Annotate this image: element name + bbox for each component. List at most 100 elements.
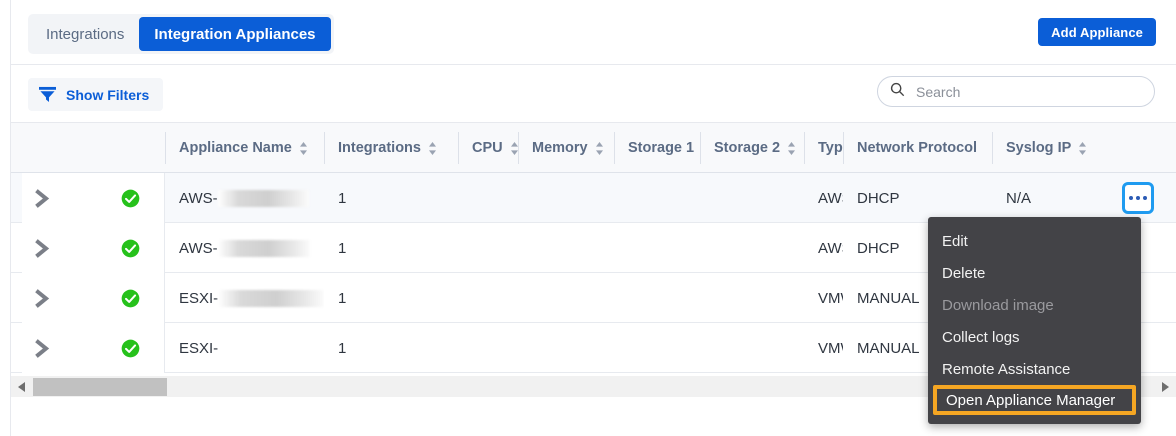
cell-cpu bbox=[458, 273, 518, 323]
cell-syslog-ip: N/A bbox=[1006, 189, 1032, 207]
cell-integrations: 1 bbox=[338, 289, 347, 307]
cell-network-protocol: MANUAL bbox=[857, 339, 920, 357]
column-header-syslog-ip[interactable]: Syslog IP bbox=[992, 123, 1112, 173]
scroll-left-arrow-icon[interactable] bbox=[11, 375, 33, 398]
cell-memory bbox=[518, 223, 614, 273]
cell-appliance-name: ESXI- bbox=[165, 323, 324, 373]
column-label: Syslog IP bbox=[1006, 140, 1072, 156]
cell-storage-1 bbox=[614, 273, 700, 323]
column-header-storage-2[interactable]: Storage 2 bbox=[700, 123, 804, 173]
horizontal-scrollbar[interactable] bbox=[11, 375, 1176, 398]
menu-item-edit[interactable]: Edit bbox=[942, 232, 968, 250]
search-icon bbox=[890, 82, 905, 102]
column-divider bbox=[518, 132, 519, 164]
appliance-name-prefix: AWS- bbox=[179, 189, 218, 207]
expand-row-chevron-icon[interactable] bbox=[27, 223, 57, 273]
column-header-appliance-name[interactable]: Appliance Name bbox=[165, 123, 324, 173]
menu-item-open-appliance-manager[interactable]: Open Appliance Manager bbox=[933, 385, 1136, 415]
tab-integrations[interactable]: Integrations bbox=[46, 25, 125, 43]
scrollbar-track[interactable] bbox=[33, 375, 1154, 398]
row-actions-kebab-button[interactable] bbox=[1122, 182, 1154, 214]
expand-row-chevron-icon[interactable] bbox=[27, 273, 57, 323]
cell-type: AWS bbox=[818, 189, 843, 207]
column-divider bbox=[992, 132, 993, 164]
status-healthy-icon bbox=[115, 323, 145, 373]
scrollbar-thumb[interactable] bbox=[33, 377, 167, 396]
column-label: CPU bbox=[472, 140, 503, 156]
tab-integration-appliances[interactable]: Integration Appliances bbox=[139, 17, 331, 51]
column-label: Memory bbox=[532, 140, 588, 156]
expand-row-chevron-icon[interactable] bbox=[27, 323, 57, 373]
column-header-storage-1[interactable]: Storage 1 bbox=[614, 123, 700, 173]
column-label: Integrations bbox=[338, 140, 421, 156]
column-divider bbox=[700, 132, 701, 164]
menu-item-delete[interactable]: Delete bbox=[942, 264, 986, 282]
row-actions-context-menu: Edit Delete Download image Collect logs … bbox=[928, 217, 1141, 424]
cell-integrations: 1 bbox=[338, 189, 347, 207]
kebab-dot bbox=[1136, 196, 1140, 200]
column-label: Storage 2 bbox=[714, 140, 781, 156]
cell-type: VMW bbox=[818, 289, 843, 307]
cell-cpu bbox=[458, 223, 518, 273]
search-box[interactable] bbox=[877, 76, 1155, 107]
cell-memory bbox=[518, 273, 614, 323]
expand-row-chevron-icon[interactable] bbox=[27, 173, 57, 223]
cell-storage-2 bbox=[700, 223, 804, 273]
sort-arrows-icon bbox=[1079, 141, 1087, 155]
cell-cpu bbox=[458, 323, 518, 373]
cell-appliance-name: ESXI- bbox=[165, 273, 324, 323]
funnel-icon bbox=[38, 86, 57, 103]
cell-integrations: 1 bbox=[338, 239, 347, 257]
page-left-border bbox=[10, 0, 11, 436]
cell-network-protocol: DHCP bbox=[857, 239, 900, 257]
column-divider bbox=[843, 132, 844, 164]
table-row[interactable]: AWS- 1 AWS DHCP N/A bbox=[11, 173, 1176, 223]
search-input[interactable] bbox=[914, 82, 1142, 101]
column-header-cpu[interactable]: CPU bbox=[458, 123, 518, 173]
column-divider bbox=[324, 132, 325, 164]
column-header-memory[interactable]: Memory bbox=[518, 123, 614, 173]
menu-item-remote-assistance[interactable]: Remote Assistance bbox=[942, 360, 1071, 378]
cell-storage-1 bbox=[614, 173, 700, 223]
kebab-dot bbox=[1129, 196, 1133, 200]
cell-memory bbox=[518, 173, 614, 223]
column-header-type[interactable]: Type bbox=[804, 123, 843, 173]
cell-storage-2 bbox=[700, 273, 804, 323]
sort-arrows-icon bbox=[595, 141, 603, 155]
menu-item-collect-logs[interactable]: Collect logs bbox=[942, 328, 1020, 346]
cell-appliance-name: AWS- bbox=[165, 223, 324, 273]
column-label: Type bbox=[818, 140, 843, 156]
column-divider bbox=[804, 132, 805, 164]
sort-arrows-icon bbox=[510, 141, 518, 155]
tab-bar: Integrations Integration Appliances Add … bbox=[11, 0, 1176, 65]
show-filters-button[interactable]: Show Filters bbox=[28, 78, 164, 111]
column-label: Storage 1 bbox=[628, 140, 695, 156]
cell-storage-1 bbox=[614, 223, 700, 273]
column-header-network-protocol[interactable]: Network Protocol bbox=[843, 123, 992, 173]
status-healthy-icon bbox=[115, 273, 145, 323]
appliance-name-prefix: AWS- bbox=[179, 239, 218, 257]
sort-arrows-icon bbox=[788, 141, 796, 155]
redacted-text bbox=[217, 239, 310, 257]
cell-network-protocol: MANUAL bbox=[857, 289, 920, 307]
sort-arrows-icon bbox=[428, 141, 436, 155]
sort-arrows-icon bbox=[299, 141, 307, 155]
tab-group: Integrations Integration Appliances bbox=[28, 14, 334, 54]
appliance-name-prefix: ESXI- bbox=[179, 289, 219, 307]
status-healthy-icon bbox=[115, 223, 145, 273]
column-divider bbox=[458, 132, 459, 164]
column-header-integrations[interactable]: Integrations bbox=[324, 123, 458, 173]
cell-storage-1 bbox=[614, 323, 700, 373]
cell-storage-2 bbox=[700, 173, 804, 223]
status-healthy-icon bbox=[115, 173, 145, 223]
add-appliance-button[interactable]: Add Appliance bbox=[1038, 18, 1156, 46]
scroll-right-arrow-icon[interactable] bbox=[1154, 375, 1176, 398]
column-divider bbox=[614, 132, 615, 164]
cell-network-protocol: DHCP bbox=[857, 189, 900, 207]
menu-item-download-image: Download image bbox=[942, 296, 1054, 314]
kebab-dot bbox=[1143, 196, 1147, 200]
cell-type: AWS bbox=[818, 239, 843, 257]
cell-memory bbox=[518, 323, 614, 373]
column-label: Network Protocol bbox=[857, 140, 978, 156]
cell-cpu bbox=[458, 173, 518, 223]
